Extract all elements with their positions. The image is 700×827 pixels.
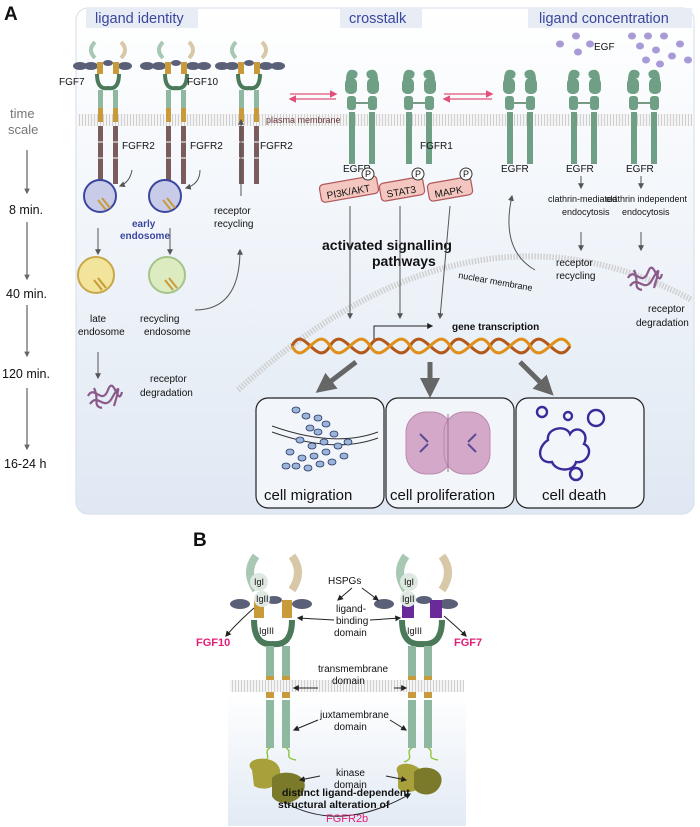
fgf7-label: FGF7 bbox=[454, 637, 482, 649]
egfr-label-right: EGFR bbox=[501, 164, 529, 175]
egfr-label-clathrin: EGFR bbox=[566, 164, 594, 175]
panel-a: A ligand identity crosstalk ligand conce… bbox=[2, 4, 695, 515]
late-endosome bbox=[77, 256, 115, 294]
outcome-cell-migration-label: cell migration bbox=[264, 487, 352, 504]
ligand-egf: EGF bbox=[594, 42, 615, 53]
outcome-cell-proliferation: cell proliferation bbox=[385, 397, 515, 509]
time-point-40min: 40 min. bbox=[6, 287, 47, 301]
igii-label-right: IgII bbox=[402, 594, 415, 604]
panel-a-letter: A bbox=[4, 4, 18, 25]
time-point-8min: 8 min. bbox=[9, 203, 43, 217]
caption-fgfr2b: FGFR2b bbox=[326, 813, 368, 825]
phospho-icon: P bbox=[463, 169, 469, 179]
dna-helix bbox=[290, 337, 572, 355]
recycling-endosome bbox=[148, 256, 186, 294]
kinase-mapk-label: MAPK bbox=[434, 185, 464, 201]
header-crosstalk: crosstalk bbox=[349, 11, 407, 27]
plasma-membrane bbox=[78, 114, 692, 126]
ligand-fgf10: FGF10 bbox=[187, 77, 219, 88]
outcome-cell-death: cell death bbox=[515, 397, 645, 509]
egfr-label-independent: EGFR bbox=[626, 164, 654, 175]
outcome-cell-proliferation-label: cell proliferation bbox=[390, 487, 495, 504]
igii-label-left: IgII bbox=[256, 594, 269, 604]
fgfr2-label-3: FGFR2 bbox=[260, 141, 293, 152]
time-point-120min: 120 min. bbox=[2, 367, 50, 381]
phospho-icon: P bbox=[365, 169, 371, 179]
panel-b: B IgI IgII IgIII bbox=[193, 530, 482, 826]
fgfr2b-receptor-fgf7: IgI IgII IgIII bbox=[374, 553, 458, 795]
ligand-fgf7: FGF7 bbox=[59, 77, 85, 88]
plasma-membrane-label: plasma membrane bbox=[266, 115, 341, 125]
fgfr2-label-1: FGFR2 bbox=[122, 141, 155, 152]
outcome-cell-death-label: cell death bbox=[542, 487, 606, 504]
igi-label-left: IgI bbox=[254, 577, 264, 587]
kinase-stat3-label: STAT3 bbox=[386, 185, 418, 201]
fgfr2-label-2: FGFR2 bbox=[190, 141, 223, 152]
igi-label-right: IgI bbox=[404, 577, 414, 587]
gene-transcription-label: gene transcription bbox=[452, 322, 539, 333]
kinase-stat3: STAT3 P bbox=[378, 167, 426, 202]
igiii-label-left: IgIII bbox=[259, 626, 274, 636]
phospho-icon: P bbox=[415, 169, 421, 179]
fgfr2b-receptor-fgf10: IgI IgII IgIII bbox=[230, 553, 312, 803]
egf-ligands bbox=[556, 32, 692, 68]
time-point-16-24h: 16-24 h bbox=[4, 457, 46, 471]
early-endosome-1 bbox=[83, 179, 117, 213]
header-ligand-concentration: ligand concentration bbox=[539, 11, 669, 27]
early-endosome-2 bbox=[148, 179, 182, 213]
fgf10-label: FGF10 bbox=[196, 637, 230, 649]
panel-b-letter: B bbox=[193, 530, 207, 551]
header-ligand-identity: ligand identity bbox=[95, 11, 184, 27]
igiii-label-right: IgIII bbox=[407, 626, 422, 636]
fgfr1-label: FGFR1 bbox=[420, 141, 453, 152]
egfr-label-crosstalk: EGFR bbox=[343, 164, 371, 175]
kinase-mapk: MAPK P bbox=[426, 167, 474, 202]
hspgs-label: HSPGs bbox=[328, 576, 361, 587]
outcome-cell-migration: cell migration bbox=[255, 397, 385, 509]
crosstalk-arrows bbox=[288, 90, 494, 103]
